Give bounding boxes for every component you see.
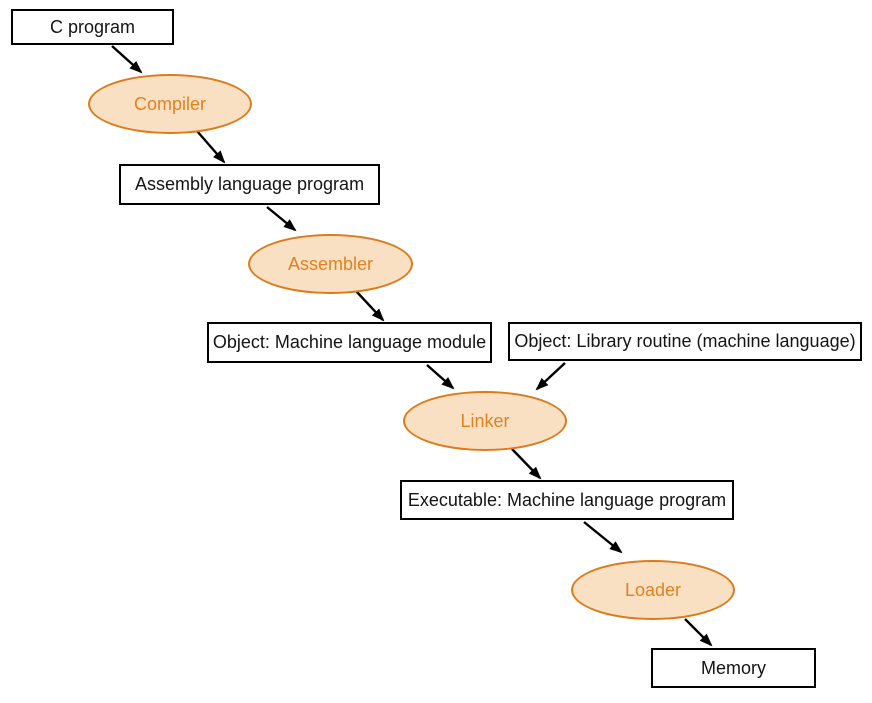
arrow-library-to-linker <box>535 362 566 391</box>
node-object-library-routine-label: Object: Library routine (machine languag… <box>514 331 856 351</box>
node-executable-machine-language-program-label: Executable: Machine language program <box>407 489 727 510</box>
node-compiler-label: Compiler <box>133 93 207 114</box>
node-loader: Loader <box>571 560 735 620</box>
node-c-program-label: C program <box>49 16 136 37</box>
arrow-loader-to-memory <box>684 618 713 647</box>
node-c-program: C program <box>11 9 174 45</box>
arrow-linker-to-executable <box>511 448 542 480</box>
node-memory: Memory <box>651 648 816 688</box>
node-object-machine-language-module-label: Object: Machine language module <box>212 332 487 352</box>
node-linker: Linker <box>403 391 567 451</box>
node-assembly-language-program-label: Assembly language program <box>134 174 365 194</box>
arrow-object-to-linker <box>426 364 455 390</box>
arrow-compiler-to-assembly <box>196 130 226 164</box>
node-compiler: Compiler <box>88 74 252 134</box>
node-executable-machine-language-program: Executable: Machine language program <box>400 480 734 520</box>
arrow-c-program-to-compiler <box>111 45 143 74</box>
node-loader-label: Loader <box>624 579 682 600</box>
arrow-assembly-to-assembler <box>266 206 297 232</box>
node-linker-label: Linker <box>460 410 510 431</box>
node-memory-label: Memory <box>700 657 766 678</box>
node-assembly-language-program: Assembly language program <box>119 164 380 205</box>
node-object-library-routine: Object: Library routine (machine languag… <box>508 322 862 361</box>
arrow-executable-to-loader <box>583 521 623 554</box>
arrow-assembler-to-object <box>355 290 385 322</box>
node-object-machine-language-module: Object: Machine language module <box>207 322 492 363</box>
node-assembler-label: Assembler <box>287 253 374 274</box>
node-assembler: Assembler <box>248 234 413 294</box>
